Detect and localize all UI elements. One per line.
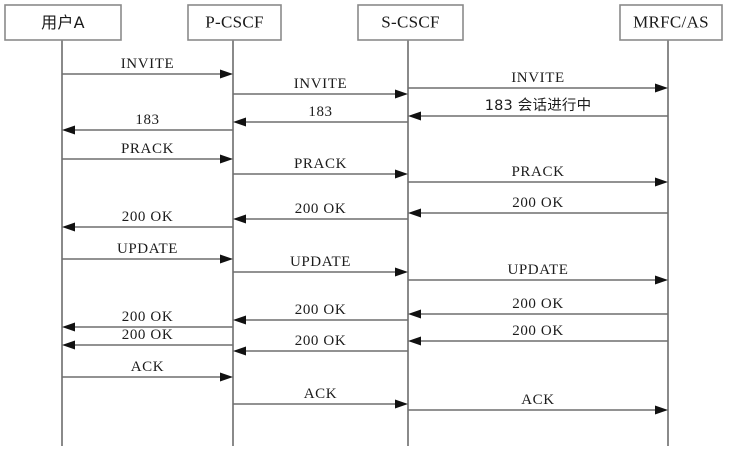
message-scscf-to-pcscf-16[interactable]: 200 OK: [233, 302, 408, 325]
message-scscf-to-pcscf-4[interactable]: 183: [233, 104, 408, 127]
message-arrowhead: [655, 83, 668, 93]
actor-box-frame-pcscf: [187, 4, 282, 41]
message-pcscf-to-scscf-22[interactable]: ACK: [233, 386, 408, 409]
message-label: 183: [135, 112, 159, 128]
message-ue-to-pcscf-12[interactable]: UPDATE: [62, 241, 233, 264]
message-label: 200 OK: [512, 195, 564, 211]
message-arrowhead: [395, 267, 408, 277]
message-arrowhead: [408, 111, 421, 121]
actor-boxes-layer: 用户A P-CSCF S-CSCF MRFC/AS: [4, 4, 723, 41]
message-arrowhead: [220, 154, 233, 164]
message-label: 200 OK: [295, 201, 347, 217]
message-ue-to-pcscf-0[interactable]: INVITE: [62, 56, 233, 79]
message-arrowhead: [62, 340, 75, 350]
message-label: INVITE: [121, 56, 175, 72]
lifelines-layer: [61, 40, 669, 446]
message-arrowhead: [233, 214, 246, 224]
message-arrowhead: [408, 208, 421, 218]
message-mrfc-to-scscf-3[interactable]: 183 会话进行中: [408, 97, 668, 121]
message-arrowhead: [220, 372, 233, 382]
message-scscf-to-mrfc-8[interactable]: PRACK: [408, 164, 668, 187]
message-arrowhead: [233, 315, 246, 325]
message-arrowhead: [62, 322, 75, 332]
message-scscf-to-mrfc-14[interactable]: UPDATE: [408, 262, 668, 285]
message-pcscf-to-scscf-1[interactable]: INVITE: [233, 76, 408, 99]
message-label: INVITE: [294, 76, 348, 92]
message-mrfc-to-scscf-18[interactable]: 200 OK: [408, 323, 668, 346]
message-label: ACK: [521, 392, 554, 408]
actor-label-mrfc: MRFC/AS: [633, 12, 709, 31]
actor-box-frame-scscf: [357, 4, 464, 41]
message-pcscf-to-scscf-7[interactable]: PRACK: [233, 156, 408, 179]
message-label: 200 OK: [512, 296, 564, 312]
message-ue-to-pcscf-6[interactable]: PRACK: [62, 141, 233, 164]
message-arrowhead: [62, 125, 75, 135]
actor-box-frame-mrfc: [619, 4, 723, 41]
message-label: UPDATE: [290, 254, 351, 270]
message-arrowhead: [233, 117, 246, 127]
message-scscf-to-pcscf-10[interactable]: 200 OK: [233, 201, 408, 224]
actor-label-ue: 用户A: [41, 13, 85, 32]
message-label: 200 OK: [122, 209, 174, 225]
message-label: 200 OK: [295, 302, 347, 318]
message-label: 200 OK: [295, 333, 347, 349]
message-arrowhead: [655, 177, 668, 187]
message-pcscf-to-ue-20[interactable]: 200 OK: [62, 327, 233, 350]
message-arrowhead: [220, 69, 233, 79]
message-label: PRACK: [511, 164, 564, 180]
message-arrowhead: [220, 254, 233, 264]
actor-box-frame-ue: [4, 4, 122, 41]
message-pcscf-to-ue-11[interactable]: 200 OK: [62, 209, 233, 232]
actor-label-scscf: S-CSCF: [381, 12, 440, 31]
message-scscf-to-mrfc-2[interactable]: INVITE: [408, 70, 668, 93]
message-label: INVITE: [511, 70, 565, 86]
actor-box-mrfc[interactable]: MRFC/AS: [619, 4, 723, 41]
message-arrowhead: [655, 275, 668, 285]
message-arrowhead: [408, 309, 421, 319]
actor-box-ue[interactable]: 用户A: [4, 4, 122, 41]
message-arrowhead: [395, 89, 408, 99]
message-arrowhead: [395, 399, 408, 409]
message-arrowhead: [408, 336, 421, 346]
actor-box-scscf[interactable]: S-CSCF: [357, 4, 464, 41]
message-label: PRACK: [121, 141, 174, 157]
message-mrfc-to-scscf-15[interactable]: 200 OK: [408, 296, 668, 319]
message-label: 200 OK: [122, 327, 174, 343]
message-arrowhead: [233, 346, 246, 356]
message-label: UPDATE: [507, 262, 568, 278]
message-pcscf-to-ue-17[interactable]: 200 OK: [62, 309, 233, 332]
message-scscf-to-mrfc-23[interactable]: ACK: [408, 392, 668, 415]
message-arrowhead: [395, 169, 408, 179]
message-label: 183 会话进行中: [485, 97, 592, 114]
message-scscf-to-pcscf-19[interactable]: 200 OK: [233, 333, 408, 356]
message-label: 200 OK: [122, 309, 174, 325]
message-label: ACK: [131, 359, 164, 375]
message-label: 183: [308, 104, 332, 120]
message-label: 200 OK: [512, 323, 564, 339]
message-arrowhead: [62, 222, 75, 232]
message-arrowhead: [655, 405, 668, 415]
message-pcscf-to-ue-5[interactable]: 183: [62, 112, 233, 135]
message-label: ACK: [304, 386, 337, 402]
message-label: UPDATE: [117, 241, 178, 257]
actor-label-pcscf: P-CSCF: [205, 12, 264, 31]
actor-box-pcscf[interactable]: P-CSCF: [187, 4, 282, 41]
message-pcscf-to-scscf-13[interactable]: UPDATE: [233, 254, 408, 277]
message-label: PRACK: [294, 156, 347, 172]
message-mrfc-to-scscf-9[interactable]: 200 OK: [408, 195, 668, 218]
message-ue-to-pcscf-21[interactable]: ACK: [62, 359, 233, 382]
